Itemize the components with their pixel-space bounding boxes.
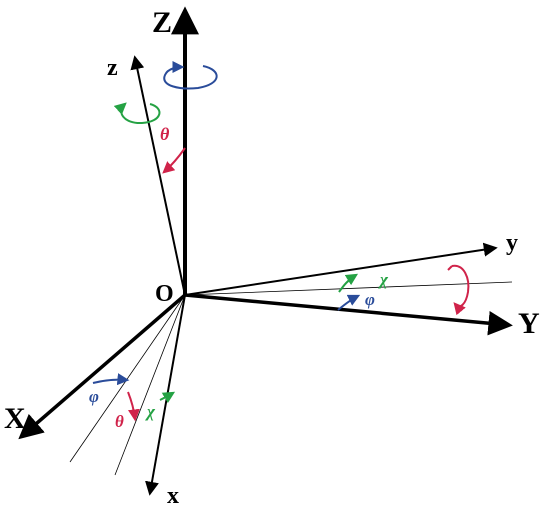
theta-arc-lower xyxy=(127,391,140,422)
axis-X-line xyxy=(18,293,187,440)
axis-label-y: y xyxy=(506,230,518,256)
projection-line-lower-2 xyxy=(114,294,186,476)
chi-label-lower: χ xyxy=(145,402,156,421)
axis-label-Z: Z xyxy=(152,6,172,39)
rotation-arrow-Y-tail xyxy=(447,265,453,271)
axis-x-line xyxy=(145,294,186,496)
chi-label-right: χ xyxy=(378,270,389,289)
phi-arc-lower xyxy=(92,373,130,386)
theta-label-lower: θ xyxy=(115,412,124,431)
axis-label-X: X xyxy=(4,402,26,435)
rotation-arrow-Z xyxy=(163,61,218,90)
axis-y-line xyxy=(184,242,498,296)
rotation-arrow-z xyxy=(113,102,161,125)
phi-label-right: φ xyxy=(365,290,375,309)
chi-arc-right xyxy=(338,273,359,293)
phi-arc-right xyxy=(337,294,361,311)
theta-label-top: θ xyxy=(160,124,170,144)
origin-label: O xyxy=(155,281,174,307)
axis-z-line xyxy=(130,55,186,296)
rotation-arrow-Y xyxy=(451,264,470,316)
phi-label-lower: φ xyxy=(89,387,99,406)
axis-label-Y: Y xyxy=(518,307,540,340)
chi-arc-lower xyxy=(159,391,176,404)
axis-label-x: x xyxy=(167,483,179,507)
axis-Y-line xyxy=(184,293,513,336)
projection-line-y xyxy=(184,281,513,296)
theta-arc-top xyxy=(162,147,186,174)
axis-label-z: z xyxy=(107,55,118,81)
